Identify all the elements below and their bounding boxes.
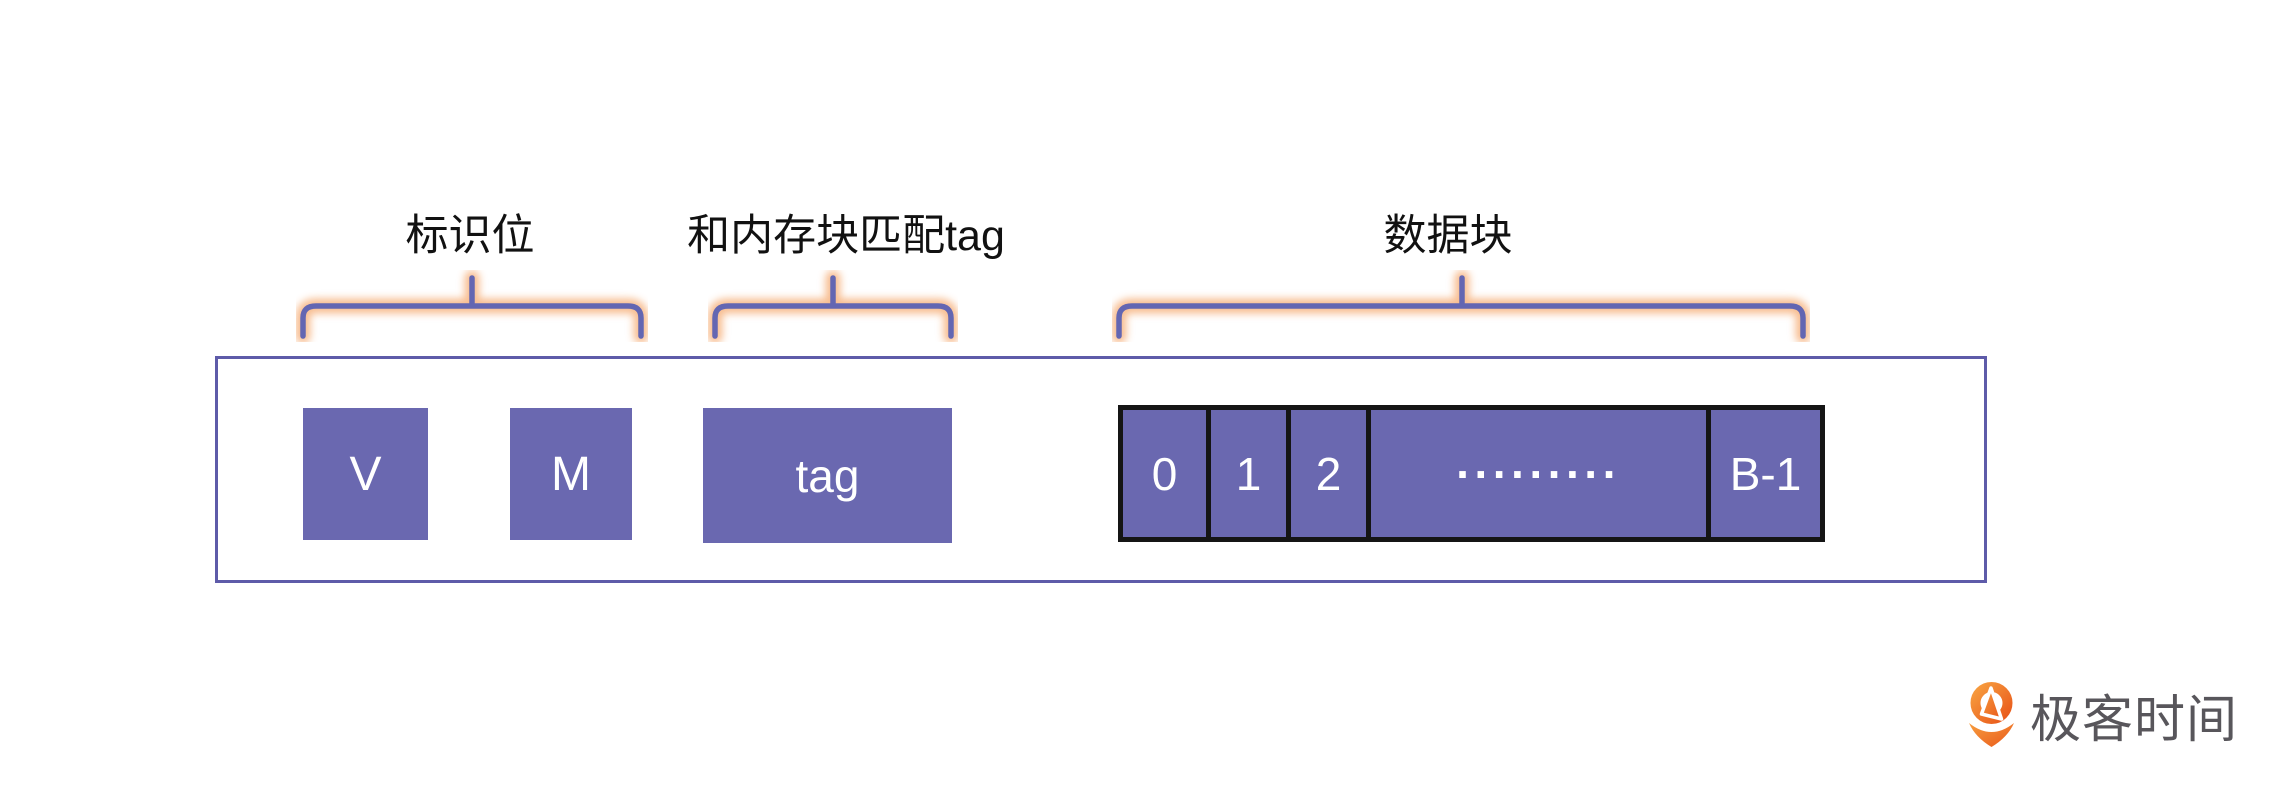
data-block: 0 1 2 ········· B-1	[1118, 405, 1825, 542]
data-cell-0: 0	[1123, 410, 1211, 537]
brace-data-block	[1112, 270, 1810, 342]
modified-bit-box: M	[510, 408, 632, 540]
valid-bit-box: V	[303, 408, 428, 540]
data-cell-b-minus-1: B-1	[1729, 447, 1802, 500]
geektime-logo: 极客时间	[1963, 678, 2238, 752]
geektime-logo-text: 极客时间	[2030, 691, 2239, 748]
data-cell-2: 2	[1291, 410, 1371, 537]
brace-flag-bits	[296, 270, 648, 342]
valid-bit-label: V	[349, 447, 382, 501]
modified-bit-label: M	[551, 447, 591, 501]
data-cell-ellipsis: ·········	[1371, 410, 1711, 537]
label-data-block: 数据块	[1383, 212, 1513, 260]
tag-box: tag	[703, 408, 952, 543]
tag-label: tag	[795, 449, 860, 502]
label-flag-bits: 标识位	[405, 212, 535, 260]
data-cell-1: 1	[1211, 410, 1291, 537]
label-tag-match: 和内存块匹配tag	[687, 212, 1005, 260]
geektime-logo-icon	[1969, 682, 2014, 747]
brace-tag	[708, 270, 958, 342]
